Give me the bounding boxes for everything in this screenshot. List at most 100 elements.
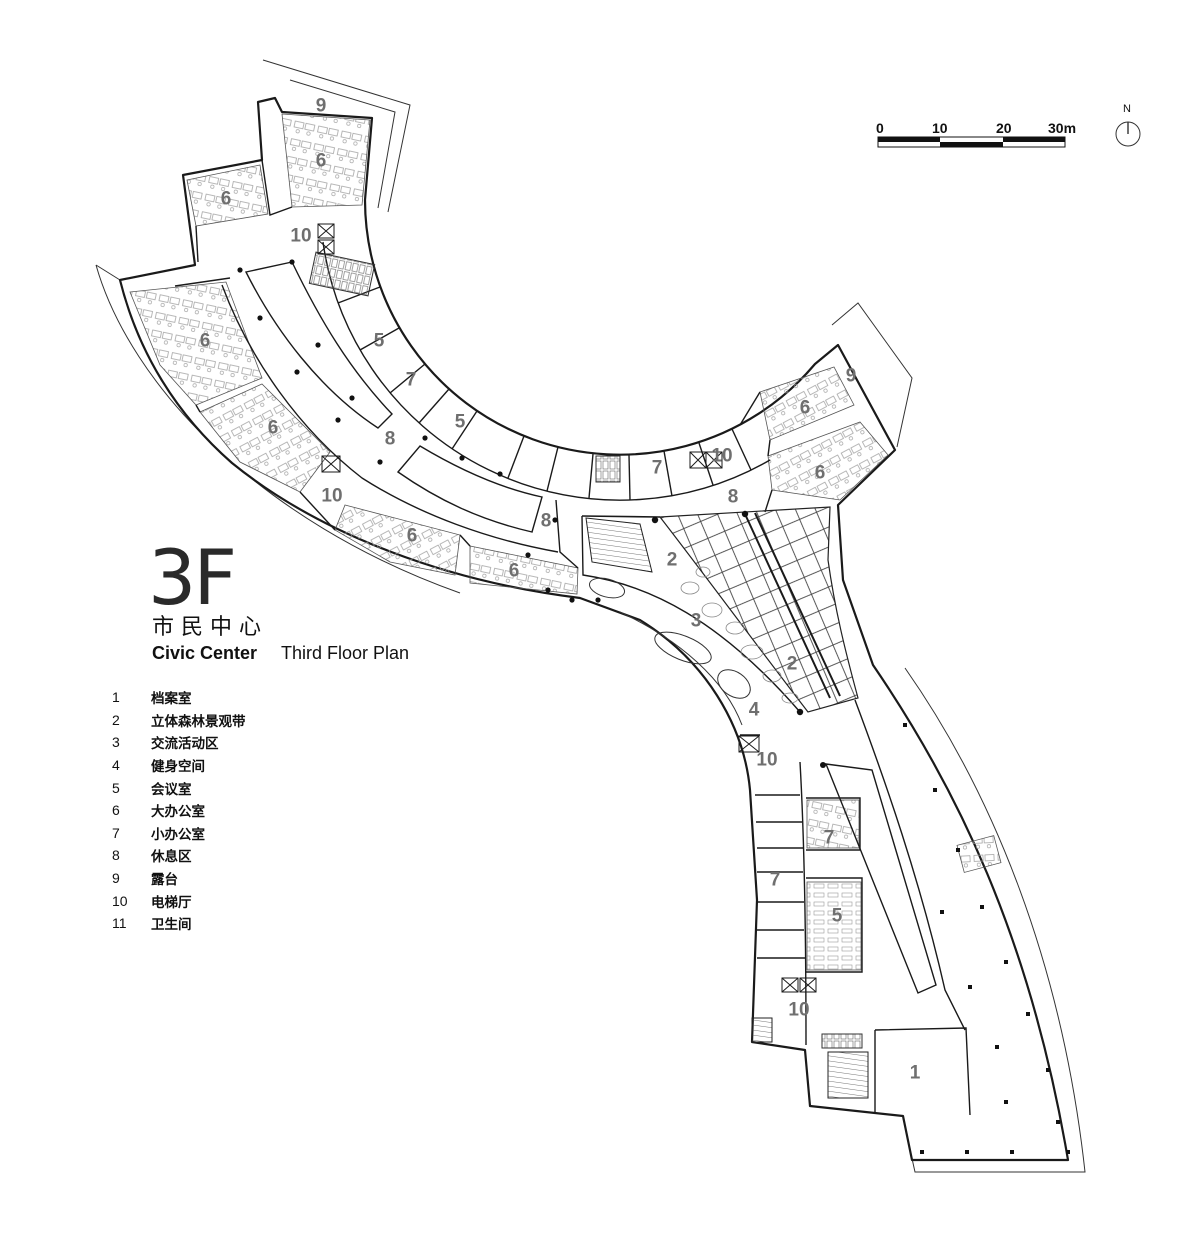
drawing-subtitle: Third Floor Plan (281, 643, 410, 663)
scale-bar (877, 136, 1066, 148)
column (1004, 1100, 1008, 1104)
room-partition (451, 410, 478, 450)
office-area-south (469, 545, 579, 595)
legend-label: 会议室 (151, 781, 192, 798)
legend-label: 大办公室 (151, 804, 205, 821)
room-label: 6 (509, 561, 520, 582)
atrium-bridge (744, 512, 841, 699)
column (525, 552, 531, 558)
scale-tick-label: 20 (996, 120, 1012, 136)
office-wall (459, 534, 471, 547)
office-wall (174, 277, 231, 287)
legend-label: 档案室 (151, 691, 192, 708)
column (569, 597, 575, 603)
legend-label: 健身空间 (151, 759, 205, 776)
upper-wing-walls (174, 159, 773, 569)
west-stair (751, 1017, 773, 1043)
room-label: 7 (652, 458, 663, 479)
legend-number: 9 (112, 870, 120, 887)
column (1046, 1068, 1050, 1072)
lower-wing-walls (740, 699, 971, 1116)
room-partition (507, 435, 525, 479)
legend-label: 交流活动区 (151, 736, 219, 753)
floor-number: 3F (148, 533, 237, 622)
elevator-shaft (321, 455, 341, 473)
office-wall (299, 491, 336, 531)
scale-bar-segment (1003, 137, 1065, 142)
room-label: 6 (407, 526, 418, 547)
elevator-shaft (799, 977, 817, 993)
toilet-block-middle (595, 455, 621, 483)
room-label: 8 (541, 511, 552, 532)
conference-room-wall (806, 877, 863, 973)
forest-foliage (680, 566, 799, 704)
legend-item: 5 会议室 (112, 776, 246, 799)
room-partition (337, 286, 381, 304)
office-wall (195, 225, 199, 263)
project-name-english: Civic Center (152, 643, 258, 663)
legend-item: 6 大办公室 (112, 799, 246, 822)
square-columns (903, 723, 1070, 1154)
elevator-shaft (317, 223, 335, 239)
office-wall (739, 391, 761, 426)
terrace-9-right-edge (831, 302, 913, 448)
room-label: 4 (749, 700, 760, 721)
scale-tick-label: 10 (932, 120, 948, 136)
legend-number: 8 (112, 847, 120, 864)
column (294, 369, 300, 375)
room-partition (546, 446, 559, 492)
column (956, 848, 960, 852)
column (349, 395, 355, 401)
room-label: 1 (910, 1063, 921, 1084)
room-partition (663, 450, 673, 497)
tree-canopy (740, 644, 764, 660)
column (1010, 1150, 1014, 1154)
atrium-stair (585, 517, 653, 573)
north-arrow (1115, 121, 1141, 147)
legend-number: 5 (112, 779, 120, 796)
column (289, 259, 295, 265)
toilet-block-upper (308, 251, 376, 297)
small-office-wall (806, 797, 861, 851)
room-label: 5 (455, 412, 466, 433)
room-label: 10 (290, 226, 311, 247)
room-label: 6 (221, 189, 232, 210)
room-label: 6 (815, 463, 826, 484)
legend-number: 6 (112, 802, 120, 819)
activity-rug (588, 577, 626, 599)
archive-room-wall (874, 1027, 971, 1116)
scale-bar-segment (878, 137, 940, 142)
room-partition (389, 363, 426, 394)
room-label: 2 (667, 550, 678, 571)
north-arrow-label: N (1123, 103, 1131, 115)
column (933, 788, 937, 792)
legend-number: 7 (112, 824, 120, 841)
room-label: 10 (711, 446, 732, 467)
office-area-top (281, 113, 371, 208)
column (741, 510, 749, 518)
scale-tick-label: 30m (1048, 120, 1077, 136)
tree-canopy (701, 602, 723, 618)
activity-area-rugs (588, 577, 751, 699)
activity-rug (717, 669, 751, 699)
elevator-shaft (317, 239, 335, 255)
column (1004, 960, 1008, 964)
room-label: 10 (321, 486, 342, 507)
elevator-shaft (705, 451, 723, 469)
office-corridor-wall (221, 284, 559, 553)
column (257, 315, 263, 321)
column (377, 459, 383, 465)
office-wall (767, 439, 771, 457)
office-wall (555, 499, 579, 569)
toilet-block-lower (821, 1033, 863, 1049)
corridor-inner-wall (322, 241, 771, 501)
column (315, 342, 321, 348)
void-strip-south (396, 445, 543, 533)
activity-rug (654, 631, 712, 665)
